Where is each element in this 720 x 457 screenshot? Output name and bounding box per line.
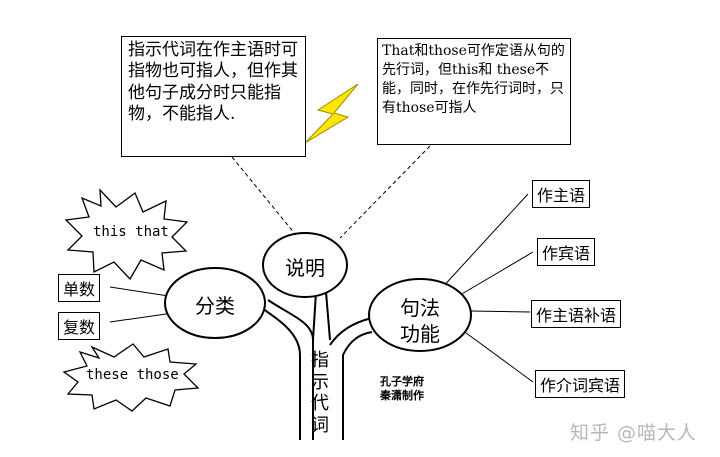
connector-function-3 [469,310,531,313]
trunk-branch-center-right [325,291,331,341]
credit-line-2: 秦潇制作 [380,389,424,403]
function-tag-prep-object: 作介词宾语 [535,370,626,398]
dashed-connector-left [231,156,301,241]
starburst-plural [62,343,200,412]
trunk-branch-right-outer [342,331,373,440]
plural-words: these those [86,367,179,383]
node-category-label: 分类 [195,294,235,318]
pronoun-note-box: 指示代词在作主语时可指物也可指人，但作其他句子成分时只能指物，不能指人. [121,36,306,157]
starburst-singular [64,188,189,281]
connector-function-4 [461,329,534,383]
trunk-branch-center-left [312,291,317,341]
function-tag-object: 作宾语 [537,238,596,266]
tag-singular: 单数 [58,274,101,302]
function-tag-complement: 作主语补语 [531,300,622,328]
watermark: 知乎 @喵大人 [570,422,698,444]
dashed-connector-right [339,145,431,239]
relative-note-box: That和those可作定语从句的先行词，但this和 these不能，同时，在… [377,38,571,145]
singular-words: this that [93,224,169,240]
node-category-ellipse [164,267,266,339]
trunk-branch-left-inner [267,299,314,440]
connector-function-2 [454,251,534,299]
connector-plural [109,312,174,323]
relative-note-text: That和those可作定语从句的先行词，但this和 these不能，同时，在… [382,43,565,116]
connector-function-1 [439,193,529,291]
trunk-branch-left-outer [264,309,301,440]
trunk-label: 指示代词 [311,350,329,436]
node-explain-ellipse [262,232,348,298]
node-function-label-1: 句法 [400,296,440,320]
function-tag-subject: 作主语 [532,180,591,208]
credit: 孔子学府 秦潇制作 [380,375,424,404]
node-explain-label: 说明 [285,256,325,280]
node-function-ellipse [368,278,472,352]
credit-line-1: 孔子学府 [380,375,424,388]
connector-singular [109,286,176,298]
node-function-label-2: 功能 [400,322,440,346]
pronoun-note-text: 指示代词在作主语时可指物也可指人，但作其他句子成分时只能指物，不能指人. [128,40,298,124]
tag-plural: 复数 [58,312,101,340]
lightning-icon [304,83,359,144]
trunk-branch-right-inner [329,317,373,346]
